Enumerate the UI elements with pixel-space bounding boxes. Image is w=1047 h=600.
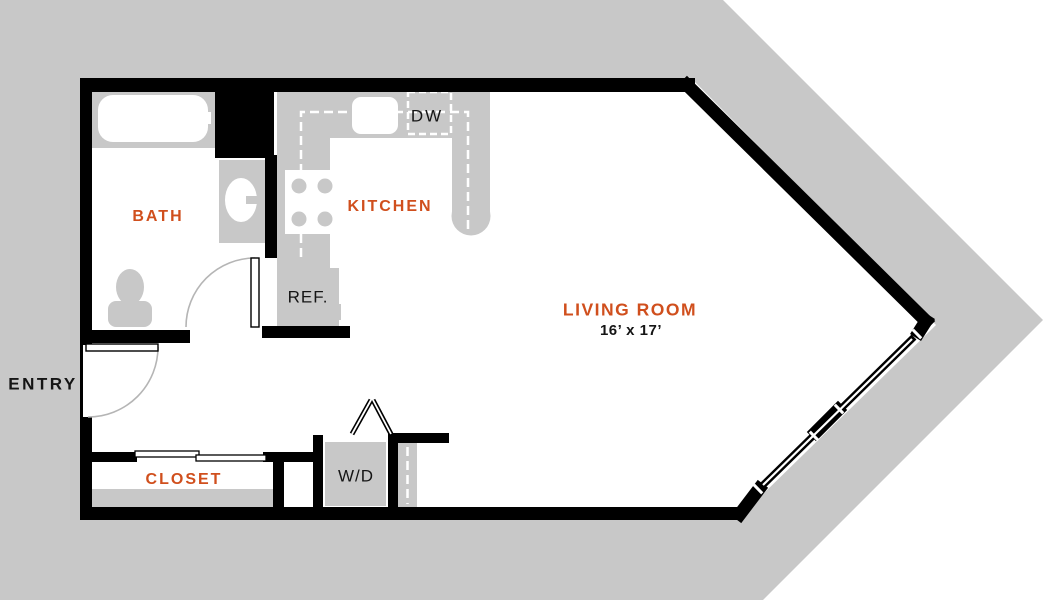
wall-left-upper xyxy=(80,78,92,345)
wall-bath-right xyxy=(265,155,277,258)
dishwasher-label: DW xyxy=(411,106,443,125)
stove-burner xyxy=(317,178,333,194)
wall-bath-bottom xyxy=(80,330,190,343)
wall-chase-block xyxy=(215,80,274,158)
walls xyxy=(80,78,742,520)
closet-sliding-door-right xyxy=(195,454,267,462)
doors xyxy=(85,257,394,462)
wall-closet-top-left xyxy=(80,452,137,462)
entry-door-leaf xyxy=(85,343,159,352)
bath-door-arc xyxy=(185,257,256,328)
wall-under-refrigerator xyxy=(262,326,350,338)
refrigerator-box xyxy=(277,268,339,326)
bath-door-leaf xyxy=(250,257,260,328)
window-tick xyxy=(752,483,764,495)
window-tick xyxy=(911,328,923,340)
window-details xyxy=(752,328,923,495)
vanity-faucet xyxy=(246,196,260,204)
toilet-bowl xyxy=(116,269,144,305)
closet-shelf xyxy=(92,489,273,509)
entry-opening-jamb xyxy=(80,345,83,417)
kitchen-counter-rounded-end xyxy=(451,196,491,236)
vanity-sink-basin xyxy=(225,178,257,222)
white-fixtures xyxy=(98,95,398,234)
entry-door-arc xyxy=(87,346,159,418)
stove-burner xyxy=(317,211,333,227)
kitchen-label: KITCHEN xyxy=(347,198,432,215)
dishwasher-outline xyxy=(406,90,453,136)
wall-bottom xyxy=(80,507,742,520)
bathtub xyxy=(98,95,208,142)
kitchen-counter-right xyxy=(452,89,490,216)
wall-corner-point xyxy=(910,312,935,341)
wall-closet-top-right xyxy=(263,452,313,462)
window-glass-line xyxy=(762,338,913,486)
stove-burner xyxy=(291,211,307,227)
wall-left-lower xyxy=(80,417,92,520)
washer-dryer-label: W/D xyxy=(338,466,374,485)
stove-burner xyxy=(291,178,307,194)
refrigerator-handle xyxy=(335,304,341,320)
wall-wd-left xyxy=(313,435,323,508)
window-tick xyxy=(808,430,820,442)
closet-label: CLOSET xyxy=(146,471,223,488)
entry-label: ENTRY xyxy=(8,374,78,393)
living-room-label: LIVING ROOM xyxy=(563,300,697,320)
bathtub-faucet xyxy=(197,112,211,124)
refrigerator-label: REF. xyxy=(288,287,329,306)
bath-label: BATH xyxy=(132,208,183,225)
living-room-dimensions: 16’ x 17’ xyxy=(600,322,662,339)
wall-linen-top xyxy=(398,433,449,443)
wall-top xyxy=(80,78,695,92)
wall-closet-right xyxy=(273,460,284,508)
labels: BATH KITCHEN LIVING ROOM 16’ x 17’ ENTRY… xyxy=(8,106,697,488)
wall-top-diagonal xyxy=(677,75,936,331)
closet-sliding-door-left xyxy=(134,450,200,458)
toilet-tank xyxy=(108,301,152,327)
washer-dryer-box xyxy=(325,442,386,506)
wall-bottom-diagonal xyxy=(730,479,769,524)
kitchen-sink xyxy=(352,97,398,134)
window-tick xyxy=(833,403,845,415)
wall-wd-right xyxy=(388,433,398,508)
wd-bifold-door xyxy=(349,398,394,436)
